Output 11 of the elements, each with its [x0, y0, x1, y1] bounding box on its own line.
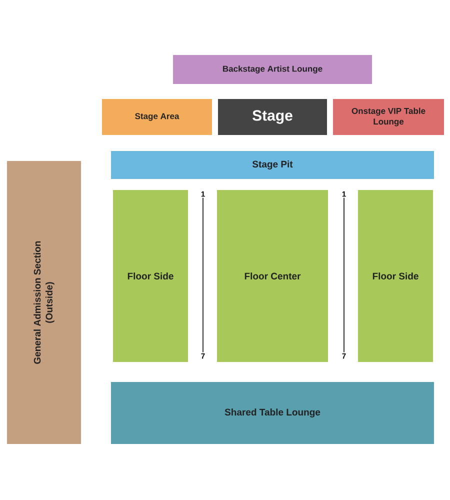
- section-block: Floor Side: [113, 190, 188, 362]
- section-block: Stage Area: [102, 99, 212, 135]
- stage-block: Stage: [218, 99, 327, 135]
- section-block: Floor Center: [217, 190, 328, 362]
- section-block: Backstage Artist Lounge: [173, 55, 372, 84]
- section-block: Floor Side: [358, 190, 433, 362]
- section-block: Shared Table Lounge: [111, 382, 434, 444]
- row-line: [202, 197, 204, 353]
- section-block: Onstage VIP Table Lounge: [333, 99, 444, 135]
- section-block: General Admission Section (Outside): [7, 161, 81, 444]
- section-block: Stage Pit: [111, 151, 434, 179]
